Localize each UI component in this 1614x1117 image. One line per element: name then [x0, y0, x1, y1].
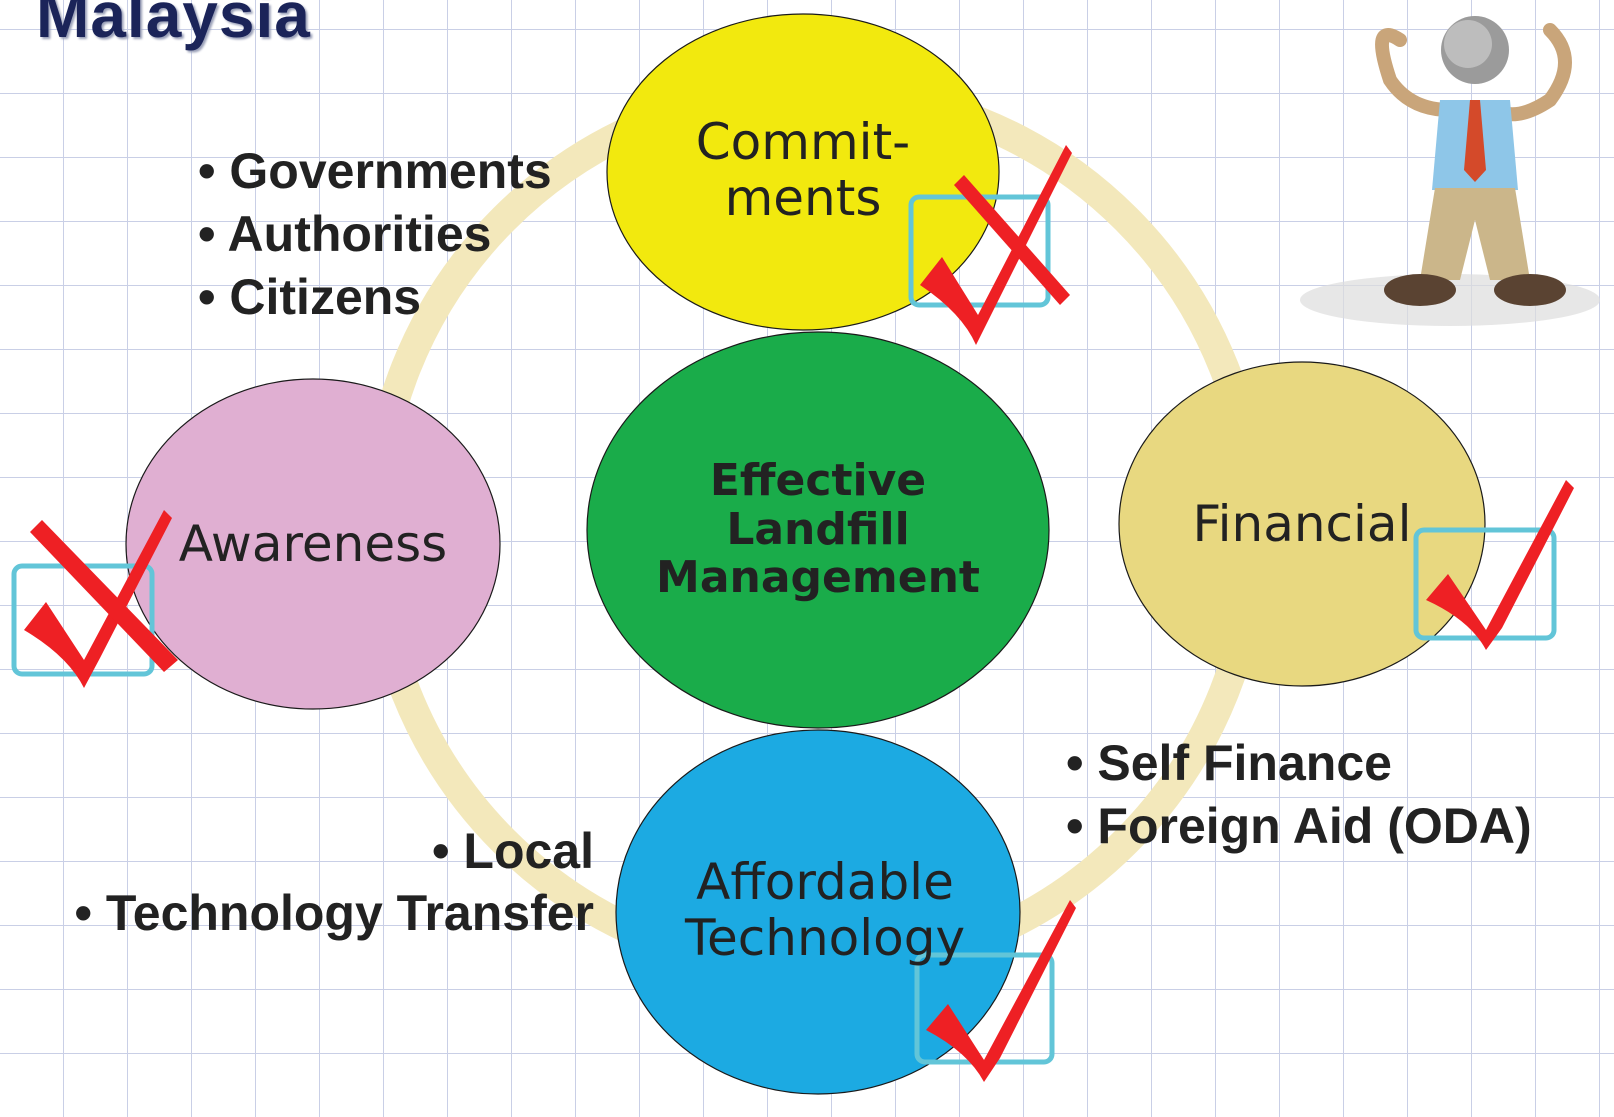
- commitments-label: Commit- ments: [695, 113, 911, 227]
- stakeholder-item: • Authorities: [198, 206, 492, 262]
- finance-source-item: • Self Finance: [1066, 735, 1392, 791]
- technology-label: Affordable Technology: [684, 853, 966, 967]
- stakeholder-item: • Citizens: [198, 269, 422, 325]
- center-label: Effective Landfill Management: [656, 455, 980, 604]
- awareness-node[interactable]: [125, 378, 501, 710]
- finance-source-item: • Foreign Aid (ODA): [1066, 798, 1532, 854]
- awareness-label: Awareness: [178, 515, 448, 573]
- stakeholder-item: • Governments: [198, 143, 552, 199]
- tech-source-item: • Local: [432, 823, 594, 879]
- check-mark-icon: [24, 510, 178, 688]
- check-mark-icon: [920, 145, 1072, 345]
- financial-label: Financial: [1192, 495, 1412, 553]
- check-mark-icon: [926, 900, 1076, 1082]
- businessman-cheering-icon: [1300, 16, 1600, 326]
- commitments-node[interactable]: [606, 13, 1000, 331]
- page-title: Malaysia: [36, 0, 311, 51]
- center-node[interactable]: [586, 331, 1050, 729]
- tech-source-item: • Technology Transfer: [74, 885, 594, 941]
- financial-node[interactable]: [1118, 361, 1486, 687]
- check-mark-icon: [1426, 480, 1574, 650]
